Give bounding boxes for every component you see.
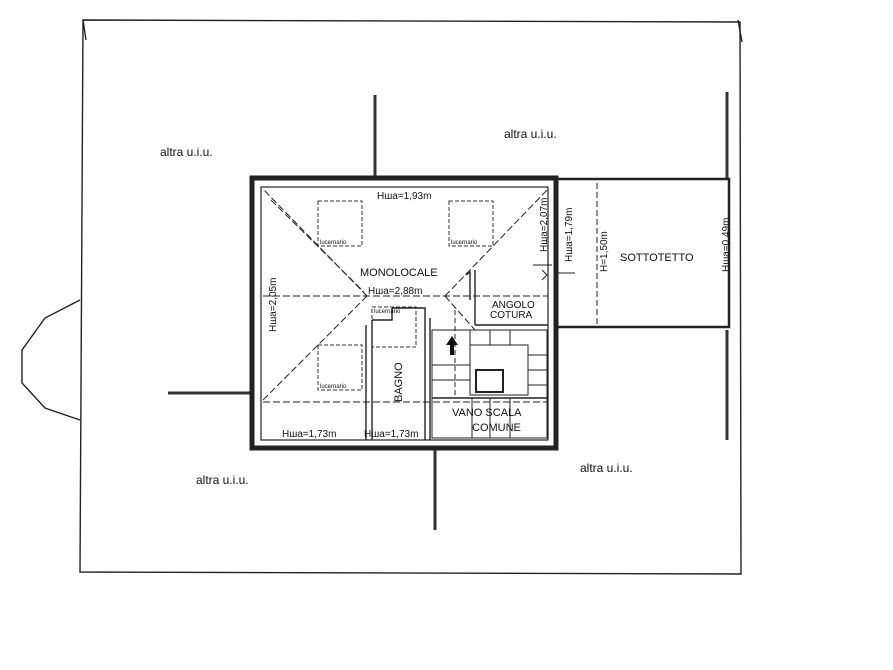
staircase xyxy=(431,329,548,439)
unit-label-bottom-right: altra u.i.u. xyxy=(580,461,633,475)
skylight-label-b: lucernario xyxy=(451,240,478,246)
sottotetto-walls xyxy=(554,177,731,329)
room-label-comune: COMUNE xyxy=(472,422,521,434)
skylights xyxy=(317,200,494,391)
unit-label-top-left: altra u.i.u. xyxy=(160,145,213,159)
height-label-sottotetto-right: Hша=0,49m xyxy=(721,218,732,272)
room-label-monolocale: MONOLOCALE xyxy=(360,267,438,279)
room-label-sottotetto: SOTTOTETTO xyxy=(620,252,694,264)
building-outline xyxy=(21,19,743,575)
height-label-left: Hша=2,05m xyxy=(268,278,279,332)
room-label-vano-scala: VANO SCALA xyxy=(452,407,522,419)
stair-arrow xyxy=(446,310,458,395)
height-label-diag-b: Hша=1,79m xyxy=(564,208,575,262)
height-label-bottom-left: Hша=1,73m xyxy=(282,429,336,440)
unit-label-bottom-left: altra u.i.u. xyxy=(196,473,249,487)
unit-label-top-right: altra u.i.u. xyxy=(504,127,557,141)
height-label-diag-a: Hша=2,07m xyxy=(539,198,550,252)
height-ticks xyxy=(533,264,575,281)
skylight-label-d: lucernario xyxy=(374,309,401,315)
height-label-center: Hша=2,88m xyxy=(368,286,422,297)
skylight-label-a: lucernario xyxy=(320,240,347,246)
height-label-top: Hша=1,93m xyxy=(377,191,431,202)
skylight-label-c: lucernario xyxy=(320,384,347,390)
interior-partitions xyxy=(365,270,548,440)
room-label-cotura: COTURA xyxy=(490,310,533,321)
room-label-angolo: ANGOLO xyxy=(492,300,535,311)
height-label-bottom-bagno: Hша=1,73m xyxy=(364,429,418,440)
height-label-sottotetto: H=1,50m xyxy=(599,231,610,272)
roof-lines xyxy=(262,188,549,403)
room-label-bagno: BAGNO xyxy=(393,362,405,402)
